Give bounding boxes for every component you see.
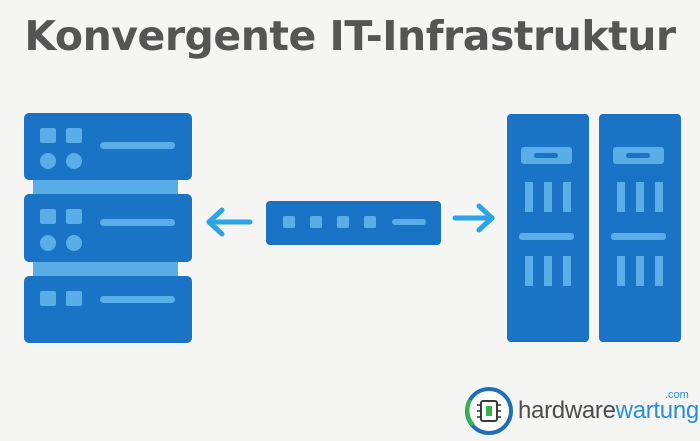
brand-tld: .com	[665, 389, 689, 401]
server-rack-icon	[507, 114, 681, 342]
page-title: Konvergente IT-Infrastruktur	[24, 12, 676, 60]
brand-name-part2: wartung	[615, 397, 700, 424]
arrow-left-icon	[206, 207, 253, 237]
arrow-right-icon	[452, 203, 495, 233]
chip-logo-icon	[465, 387, 513, 435]
server-stack-icon	[24, 113, 192, 343]
network-switch-icon	[266, 201, 441, 245]
brand-name-part1: hardware	[518, 397, 616, 424]
brand-wordmark: hardwarewartung	[518, 397, 699, 425]
